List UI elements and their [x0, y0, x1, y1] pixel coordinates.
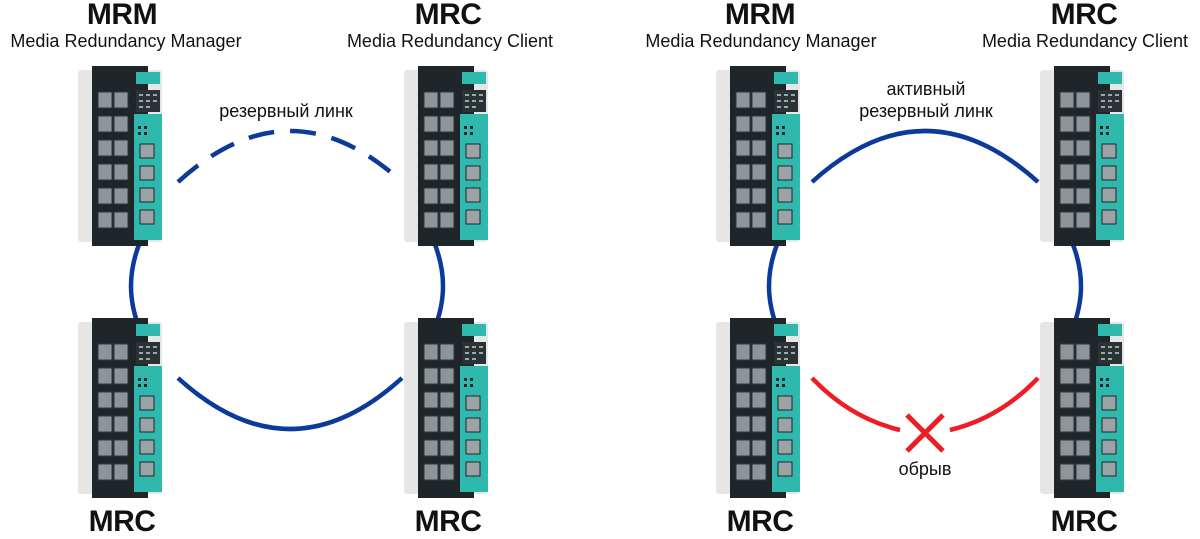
left-bottom-right-role: MRC — [414, 505, 482, 538]
left-link-right-vertical — [431, 241, 446, 331]
right-link-right-vertical — [1069, 241, 1084, 331]
left-link-left-vertical — [128, 241, 143, 331]
right-ring — [766, 128, 1084, 433]
left-reserve-link-dashed — [176, 128, 404, 184]
left-bottom-left-role: MRC — [88, 505, 156, 538]
right-broken-link-right — [949, 376, 1040, 433]
left-top-right-role: MRC — [414, 0, 482, 31]
switch-right-bottom-mrc — [715, 317, 801, 499]
right-break-label: обрыв — [898, 459, 952, 479]
switch-right-top-mrc — [1039, 65, 1125, 247]
switch-left-bottom-mrc — [77, 317, 163, 499]
right-top-right-role: MRC — [1050, 0, 1118, 31]
left-link-bottom — [176, 376, 404, 432]
left-top-left-role: MRM — [86, 0, 158, 31]
switch-right-bottom-right-mrc — [1039, 317, 1125, 499]
switch-right-top-mrm — [715, 65, 801, 247]
break-x-icon — [905, 413, 945, 453]
right-active-link-label-line1: активный — [886, 79, 966, 99]
right-broken-link-left — [810, 376, 901, 433]
switch-left-bottom-right-mrc — [403, 317, 489, 499]
left-top-right-subtitle: Media Redundancy Client — [346, 31, 554, 51]
right-active-link-label-line2: резервный линк — [859, 101, 993, 121]
right-active-reserve-link — [810, 128, 1040, 184]
right-bottom-right-role: MRC — [1050, 505, 1118, 538]
left-reserve-link-label: резервный линк — [219, 101, 353, 121]
right-link-left-vertical — [766, 241, 781, 331]
left-ring — [128, 128, 446, 432]
right-top-right-subtitle: Media Redundancy Client — [981, 31, 1189, 51]
right-top-left-subtitle: Media Redundancy Manager — [645, 31, 877, 51]
right-top-left-role: MRM — [724, 0, 796, 31]
left-top-left-subtitle: Media Redundancy Manager — [10, 31, 242, 51]
switch-left-top-mrm — [77, 65, 163, 247]
switch-left-top-mrc — [403, 65, 489, 247]
right-bottom-left-role: MRC — [726, 505, 794, 538]
